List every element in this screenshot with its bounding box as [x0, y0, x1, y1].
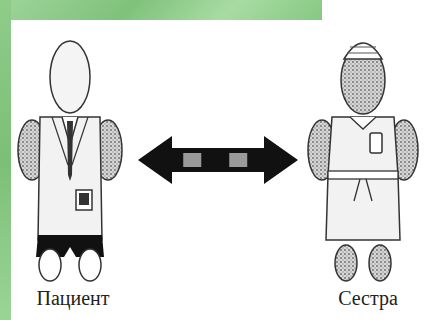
green-band — [0, 0, 322, 20]
arrow-patch — [229, 153, 247, 167]
nurse-figure — [300, 25, 430, 287]
nurse-node: Сестра — [300, 25, 436, 309]
double-arrow — [138, 136, 298, 184]
arrow-body — [138, 136, 298, 184]
patient-figure — [10, 25, 130, 287]
green-strip — [0, 0, 11, 320]
figure-label: Пациент — [10, 287, 136, 309]
figure-label: Сестра — [300, 287, 436, 309]
arrow-patch — [183, 153, 201, 167]
patient-node: Пациент — [10, 25, 136, 309]
